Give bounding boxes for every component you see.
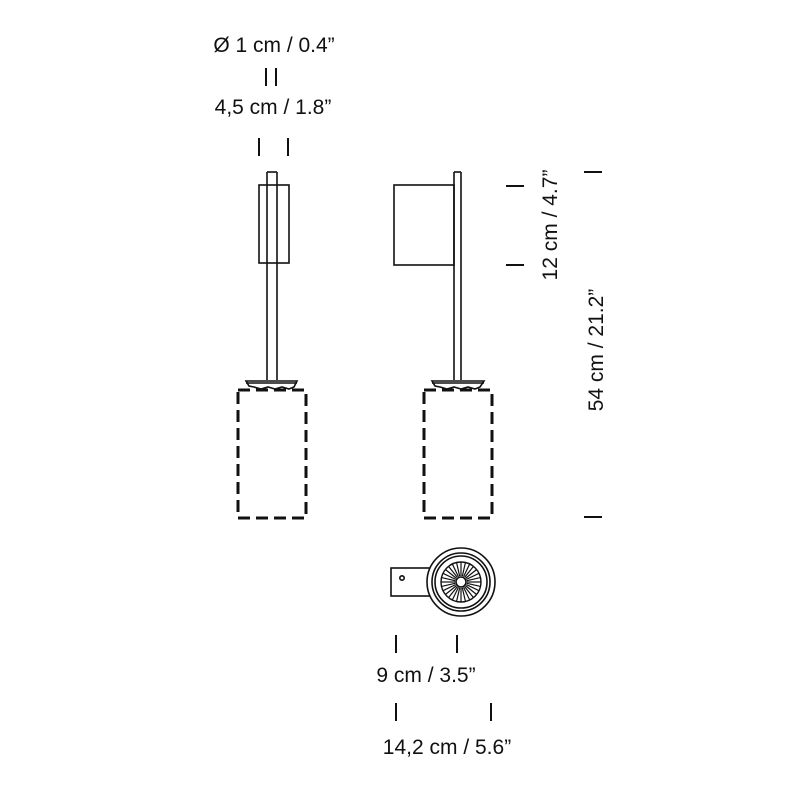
top-view-serration: [440, 561, 482, 603]
serration-line: [463, 563, 471, 577]
serration-line: [451, 587, 459, 601]
base-width-label: 9 cm / 3.5”: [376, 664, 475, 687]
lamp-top-view: [390, 547, 496, 617]
serration-line: [465, 569, 478, 579]
serration-line: [455, 562, 461, 577]
total-height-ticks: [584, 171, 602, 518]
serration-line: [444, 569, 457, 579]
serration-line: [442, 584, 456, 592]
serration-line: [461, 562, 467, 577]
front-dashed-body: [236, 388, 308, 520]
serration-line: [463, 587, 471, 601]
total-depth-label: 14,2 cm / 5.6”: [383, 736, 511, 759]
shade-width-ticks: [258, 138, 289, 156]
serration-line: [466, 572, 480, 580]
serration-line: [441, 576, 456, 582]
rod-diameter-label: Ø 1 cm / 0.4”: [213, 34, 334, 57]
serration-line: [451, 563, 459, 577]
serration-line: [466, 576, 481, 582]
rod-diameter-ticks: [265, 68, 277, 86]
side-base-cap: [430, 380, 486, 390]
serration-line: [448, 565, 458, 578]
serration-line: [442, 572, 456, 580]
base-width-ticks: [395, 635, 458, 653]
serration-line: [441, 582, 456, 588]
serration-line: [466, 582, 481, 588]
side-dashed-body: [422, 388, 494, 520]
serration-line: [461, 587, 467, 602]
shade-height-ticks: [506, 185, 524, 266]
shade-height-label: 12 cm / 4.7”: [539, 170, 562, 281]
serration-line: [464, 586, 474, 599]
lamp-side-view: [393, 171, 494, 520]
serration-line: [448, 586, 458, 599]
serration-line: [466, 584, 480, 592]
total-depth-ticks: [395, 703, 492, 721]
serration-ring: [440, 561, 482, 603]
side-shade: [393, 184, 455, 266]
serration-line: [455, 587, 461, 602]
serration-line: [464, 565, 474, 578]
shade-width-label: 4,5 cm / 1.8”: [215, 96, 332, 119]
total-height-label: 54 cm / 21.2”: [585, 289, 608, 412]
serration-line: [465, 585, 478, 595]
front-base-cap: [244, 380, 299, 390]
lamp-front-view: [236, 171, 308, 520]
front-shade: [258, 184, 290, 264]
serration-line: [444, 585, 457, 595]
